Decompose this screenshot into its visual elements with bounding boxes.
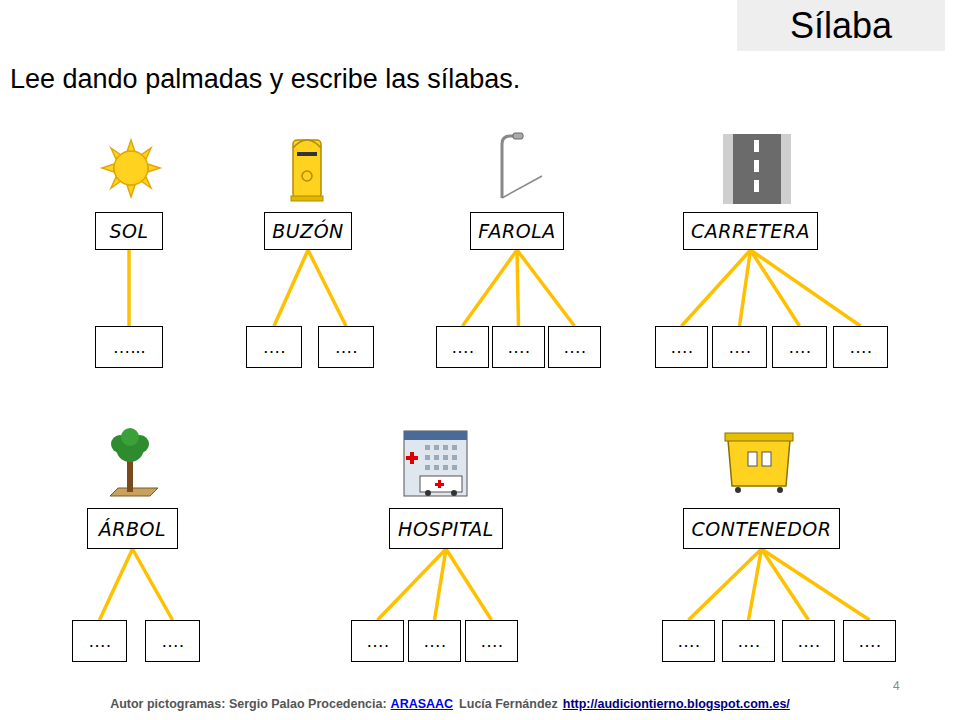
syllable-connector [378, 549, 447, 620]
word-text: HOSPITAL [398, 518, 494, 540]
tree-icon [110, 428, 158, 496]
syllable-box: …. [722, 620, 775, 662]
syllable-box: …. [782, 620, 835, 662]
syllable-placeholder: …. [788, 337, 811, 358]
syllable-placeholder: …. [334, 337, 357, 358]
syllable-connector [749, 549, 762, 620]
syllable-connector [762, 549, 870, 620]
syllable-placeholder: …. [563, 337, 586, 358]
syllable-placeholder: …. [858, 631, 881, 652]
hospital-icon [404, 431, 467, 496]
syllable-placeholder: …. [849, 337, 872, 358]
syllable-placeholder: …. [161, 631, 184, 652]
syllable-connector [100, 549, 133, 620]
syllable-placeholder: …. [737, 631, 760, 652]
syllable-box: …. [833, 326, 888, 368]
syllable-connector [689, 549, 762, 620]
syllable-connector [762, 549, 809, 620]
syllable-box: …. [436, 326, 489, 368]
syllable-box: …. [655, 326, 708, 368]
syllable-box: …. [351, 620, 404, 662]
title-band: Sílaba [737, 0, 945, 51]
credit-text: Lucía Fernández [459, 697, 558, 711]
syllable-box: …. [318, 326, 374, 368]
syllable-placeholder: …. [677, 631, 700, 652]
word-text: FAROLA [478, 220, 556, 242]
syllable-connector [308, 250, 346, 326]
syllable-connector [133, 549, 173, 620]
title-text: Sílaba [790, 5, 892, 47]
syllable-box: …. [712, 326, 767, 368]
syllable-connector [463, 250, 518, 326]
word-box: HOSPITAL [389, 508, 503, 549]
credit-link: ARASAAC [391, 697, 454, 711]
syllable-box: …. [408, 620, 461, 662]
syllable-placeholder: …. [728, 337, 751, 358]
page-number: 4 [893, 679, 900, 693]
syllable-connector [446, 549, 492, 620]
credit-link: http://audiciontierno.blogspot.com.es/ [563, 697, 790, 711]
syllable-box: …... [95, 326, 163, 368]
syllable-box: …. [662, 620, 715, 662]
syllable-placeholder: …. [507, 337, 530, 358]
syllable-connector [127, 250, 131, 326]
syllable-box: …. [548, 326, 601, 368]
syllable-connector [517, 250, 575, 326]
syllable-connector [682, 250, 751, 326]
word-box: CONTENEDOR [683, 508, 840, 549]
word-text: CONTENEDOR [691, 518, 831, 540]
word-box: SOL [95, 212, 163, 250]
word-box: ÁRBOL [87, 508, 178, 549]
syllable-box: …. [843, 620, 896, 662]
word-text: ÁRBOL [99, 518, 166, 540]
syllable-box: …. [72, 620, 127, 662]
credits-footer: Autor pictogramas: Sergio Palao Proceden… [0, 697, 900, 711]
syllable-placeholder: …. [423, 631, 446, 652]
syllable-connector [751, 250, 800, 326]
syllable-box: …. [492, 326, 545, 368]
word-text: BUZÓN [272, 220, 344, 242]
word-box: CARRETERA [683, 212, 818, 250]
credit-text: Autor pictogramas: Sergio Palao Proceden… [110, 697, 386, 711]
syllable-connector [751, 250, 861, 326]
syllable-placeholder: …. [797, 631, 820, 652]
sun-icon [102, 140, 160, 197]
word-box: BUZÓN [264, 212, 352, 250]
syllable-placeholder: …. [366, 631, 389, 652]
word-text: SOL [109, 220, 148, 242]
instruction: Lee dando palmadas y escribe las sílabas… [10, 64, 520, 95]
mailbox-icon [291, 140, 323, 201]
container-icon [725, 433, 793, 493]
syllable-placeholder: …. [262, 337, 285, 358]
streetlamp-icon [502, 133, 542, 198]
syllable-placeholder: …. [480, 631, 503, 652]
syllable-connector [274, 250, 308, 326]
syllable-connector [740, 250, 751, 326]
syllable-placeholder: …. [88, 631, 111, 652]
syllable-box: …. [772, 326, 827, 368]
syllable-connector [517, 250, 519, 326]
syllable-placeholder: …. [451, 337, 474, 358]
syllable-box: …. [465, 620, 518, 662]
syllable-box: …. [246, 326, 302, 368]
word-box: FAROLA [470, 212, 564, 250]
word-text: CARRETERA [691, 220, 810, 242]
syllable-box: …. [145, 620, 200, 662]
syllable-placeholder: …... [112, 337, 145, 358]
syllable-connector [435, 549, 447, 620]
syllable-placeholder: …. [670, 337, 693, 358]
road-icon [723, 134, 791, 204]
